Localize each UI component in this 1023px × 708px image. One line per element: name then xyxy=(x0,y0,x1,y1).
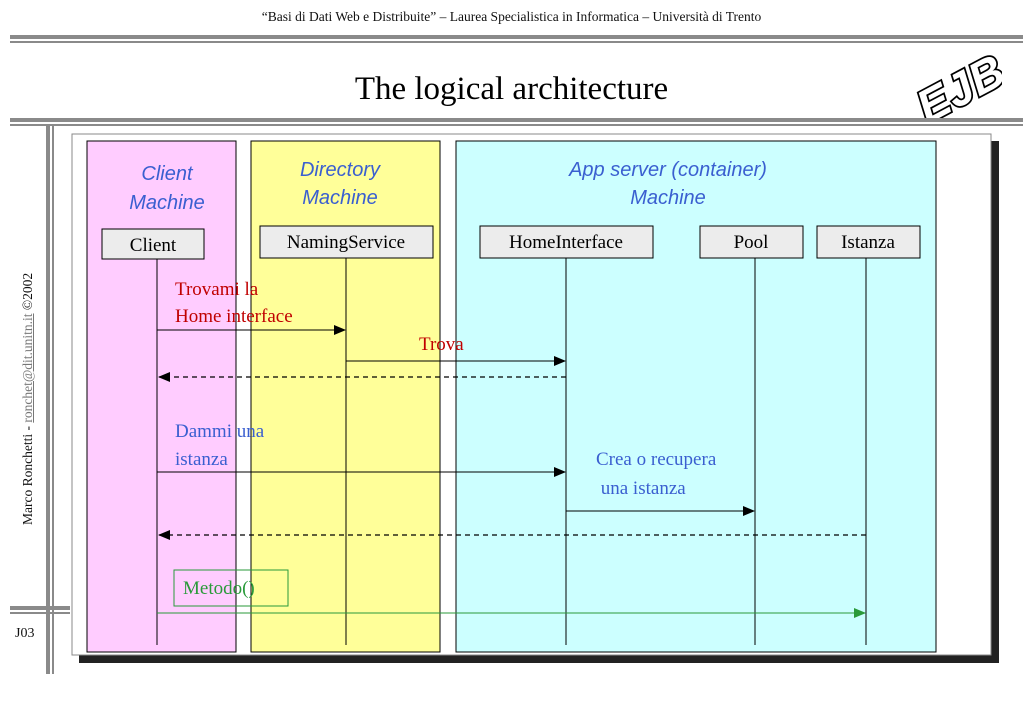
message-give-instance-2: istanza xyxy=(175,449,228,470)
lane-server-machine xyxy=(455,140,937,653)
title-rule-thick xyxy=(10,118,1023,122)
header-rule-thin xyxy=(10,41,1023,43)
participant-istanza: Istanza xyxy=(841,232,895,253)
participant-istanza-box xyxy=(816,225,921,259)
lane-title-server-2: Machine xyxy=(630,187,706,209)
message-find-home-1: Trovami la xyxy=(175,279,259,300)
lane-title-client-1: Client xyxy=(141,163,194,185)
message-give-instance-1: Dammi una xyxy=(175,421,265,442)
message-find-home-2: Home interface xyxy=(175,306,293,327)
participant-homeinterface: HomeInterface xyxy=(509,232,623,253)
slide-number: J03 xyxy=(15,626,35,641)
footer-rule-thin xyxy=(10,612,70,614)
lane-title-server-1: App server (container) xyxy=(568,159,767,181)
course-header: “Basi di Dati Web e Distribuite” – Laure… xyxy=(261,9,762,24)
participant-homeinterface-box xyxy=(479,225,654,259)
participant-client: Client xyxy=(130,235,177,256)
participant-pool: Pool xyxy=(734,232,769,253)
lane-title-directory-2: Machine xyxy=(302,187,378,209)
lane-title-client-2: Machine xyxy=(129,192,205,214)
lane-client-machine xyxy=(86,140,237,653)
message-find: Trova xyxy=(419,334,464,355)
sidebar-rule-right xyxy=(52,124,54,674)
slide-title: The logical architecture xyxy=(354,71,669,107)
participant-pool-box xyxy=(699,225,804,259)
lane-title-directory-1: Directory xyxy=(300,159,381,181)
method-label-box xyxy=(173,569,289,607)
ejb-logo: EJB xyxy=(906,42,1002,120)
header-rule-thick xyxy=(10,35,1023,39)
title-rule-thin xyxy=(10,124,1023,126)
participant-client-box xyxy=(101,228,205,260)
participant-namingservice: NamingService xyxy=(287,232,405,253)
footer-rule-thick xyxy=(10,606,70,610)
sidebar-rule-left xyxy=(46,124,50,674)
message-method: Metodo() xyxy=(183,578,255,599)
message-create-1: Crea o recupera xyxy=(596,449,717,470)
participant-namingservice-box xyxy=(259,225,434,259)
message-create-2: una istanza xyxy=(596,478,686,499)
